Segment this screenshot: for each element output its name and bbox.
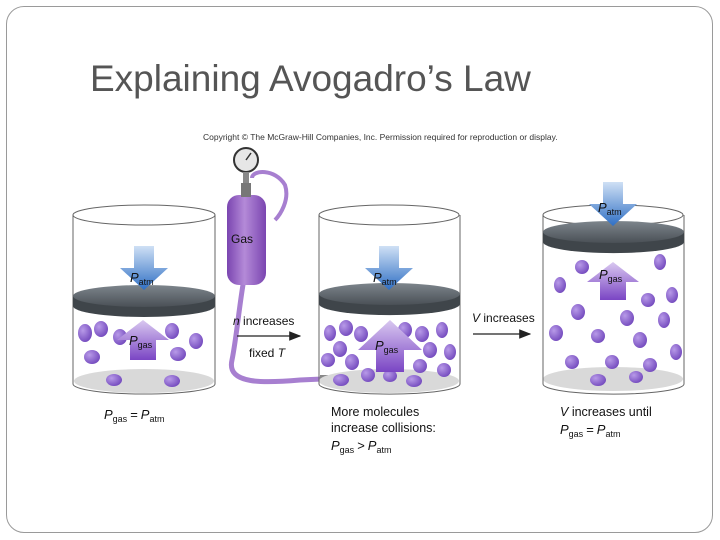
gas-subscript: gas xyxy=(569,429,584,439)
p-label: P xyxy=(375,338,384,353)
svg-text:n increases: n increases xyxy=(233,314,294,328)
caption-line: increase collisions: xyxy=(331,421,436,435)
v-increases-arrow: V increases xyxy=(472,311,535,339)
svg-text:Pgas=Patm: Pgas=Patm xyxy=(104,407,164,424)
piston xyxy=(319,283,460,316)
atm-subscript: atm xyxy=(376,445,391,455)
svg-text:Patm: Patm xyxy=(598,200,622,217)
p-label: P xyxy=(130,270,139,285)
p-label: P xyxy=(141,407,150,422)
atmospheric-pressure-arrow xyxy=(120,246,168,290)
cylinder-expanded: Patm Pgas xyxy=(542,182,685,395)
gas-molecules xyxy=(321,320,456,387)
piston xyxy=(543,221,684,254)
p-label: P xyxy=(597,422,606,437)
slide-title: Explaining Avogadro’s Law xyxy=(90,58,531,99)
caption-expanded: V increases until Pgas=Patm xyxy=(560,405,652,439)
p-label: P xyxy=(598,200,607,215)
equals-sign: = xyxy=(130,407,138,422)
atm-subscript: atm xyxy=(382,277,397,287)
caption-line: increases until xyxy=(568,405,651,419)
gas-molecules xyxy=(78,321,203,387)
gas-pressure-arrow xyxy=(117,320,169,360)
caption-line: More molecules xyxy=(331,405,419,419)
svg-text:Pgas=Patm: Pgas=Patm xyxy=(560,422,620,439)
svg-text:Pgas: Pgas xyxy=(129,333,153,350)
caption-initial: Pgas=Patm xyxy=(104,407,164,424)
gas-supply: Gas xyxy=(227,147,328,385)
gas-subscript: gas xyxy=(608,274,623,284)
atm-subscript: atm xyxy=(149,414,164,424)
increases-text: increases xyxy=(480,311,535,325)
svg-text:Patm: Patm xyxy=(373,270,397,287)
tank-label: Gas xyxy=(231,232,253,246)
increases-text: increases xyxy=(240,314,295,328)
svg-text:Pgas: Pgas xyxy=(375,338,399,355)
cylinder-more-molecules: Patm Pgas xyxy=(318,204,461,395)
p-label: P xyxy=(368,438,377,453)
p-label: P xyxy=(373,270,382,285)
gas-subscript: gas xyxy=(384,345,399,355)
cylinder-base xyxy=(74,369,214,393)
p-label: P xyxy=(104,407,113,422)
atm-subscript: atm xyxy=(605,429,620,439)
v-symbol: V xyxy=(560,405,570,419)
copyright-notice: Copyright © The McGraw-Hill Companies, I… xyxy=(203,132,558,142)
cylinder-initial: Patm Pgas xyxy=(72,204,216,395)
svg-text:Pgas: Pgas xyxy=(599,267,623,284)
hose-upper xyxy=(250,170,289,222)
svg-text:V increases until: V increases until xyxy=(560,405,652,419)
atm-subscript: atm xyxy=(139,277,154,287)
equals-sign: = xyxy=(586,422,594,437)
gas-tank xyxy=(227,195,266,285)
p-label: P xyxy=(331,438,340,453)
n-symbol: n xyxy=(233,314,240,328)
v-symbol: V xyxy=(472,311,481,325)
gas-molecules xyxy=(549,254,682,386)
gas-subscript: gas xyxy=(113,414,128,424)
svg-text:Patm: Patm xyxy=(130,270,154,287)
n-increases-arrow: n increases fixed T xyxy=(233,314,302,360)
gas-subscript: gas xyxy=(340,445,355,455)
greater-sign: > xyxy=(357,438,365,453)
svg-text:fixed T: fixed T xyxy=(249,346,287,360)
svg-text:Pgas>Patm: Pgas>Patm xyxy=(331,438,391,455)
p-label: P xyxy=(560,422,569,437)
p-label: P xyxy=(599,267,608,282)
gas-subscript: gas xyxy=(138,340,153,350)
piston xyxy=(73,285,215,317)
p-label: P xyxy=(129,333,138,348)
gas-hose xyxy=(229,247,325,385)
fixed-text: fixed xyxy=(249,346,278,360)
t-symbol: T xyxy=(278,346,287,360)
svg-text:V increases: V increases xyxy=(472,311,535,325)
atm-subscript: atm xyxy=(607,207,622,217)
caption-middle: More molecules increase collisions: Pgas… xyxy=(331,405,436,455)
